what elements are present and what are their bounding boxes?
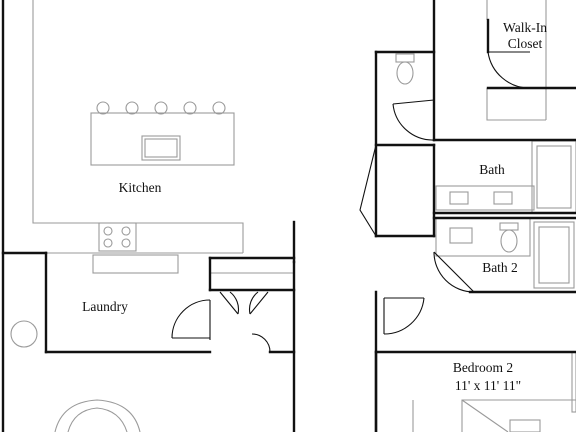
bar-stool [183, 101, 197, 115]
bath-2-tub [533, 221, 575, 289]
closet-door-swing [487, 51, 531, 89]
bedroom-2-bed [461, 399, 576, 432]
kitchen-counter [32, 0, 244, 253]
walk-in-closet-label-line2: Closet [508, 36, 543, 51]
dining-table [54, 399, 141, 432]
kitchen-sink [141, 135, 181, 161]
laundry-label: Laundry [82, 299, 128, 314]
cooktop [98, 222, 137, 252]
room-labels: Walk-In Closet Kitchen Bath Bath 2 Laund… [82, 20, 547, 393]
kitchen-label: Kitchen [119, 180, 162, 195]
bedroom-2-label: Bedroom 2 [453, 360, 513, 375]
laundry-door-swing [171, 299, 211, 339]
bedroom-2-door-swing [383, 297, 425, 335]
bath-2-toilet [500, 229, 518, 253]
water-heater [10, 320, 38, 348]
pantry-door-swing [219, 291, 269, 315]
bedroom-2-dimensions: 11' x 11' 11" [455, 378, 521, 393]
bath-shower [531, 140, 576, 214]
laundry-counter [92, 254, 179, 274]
walk-in-closet-label-line1: Walk-In [503, 20, 547, 35]
kitchen-island [90, 112, 235, 166]
bar-stool [212, 101, 226, 115]
bar-stool [96, 101, 110, 115]
doors [171, 51, 531, 353]
bath-vanity [435, 185, 535, 211]
bath-2-label: Bath 2 [482, 260, 518, 275]
bar-stool [125, 101, 139, 115]
toilet [396, 61, 414, 85]
bath-2-door-swing [433, 251, 475, 293]
bar-stool [154, 101, 168, 115]
toilet-room-door-swing [392, 103, 435, 141]
bath-label: Bath [479, 162, 505, 177]
